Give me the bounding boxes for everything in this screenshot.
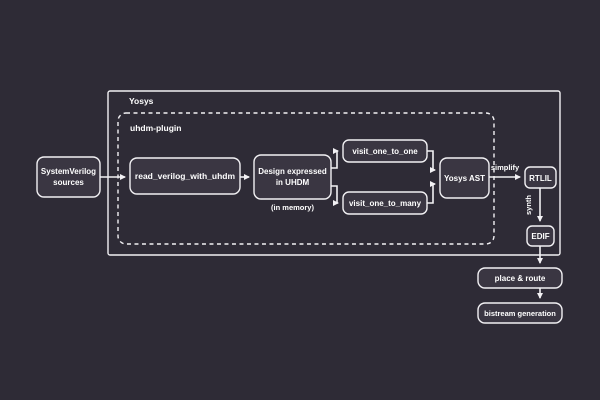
node-edif-label: EDIF — [531, 232, 549, 241]
node-visit-one-to-one: visit_one_to_one — [342, 139, 428, 163]
node-bistream-generation-box — [477, 302, 563, 324]
node-visit-one-to-many: visit_one_to_many — [342, 191, 428, 215]
node-read-verilog-with-uhdm-box — [129, 157, 241, 195]
node-visit-one-to-one-box — [342, 139, 428, 163]
node-read-verilog-with-uhdm-label: read_verilog_with_uhdm — [135, 171, 236, 181]
node-visit-one-to-many-box — [342, 191, 428, 215]
node-systemverilog-sources-box — [36, 156, 101, 198]
edge-label-simplify: simplify — [491, 163, 520, 172]
node-rtlil: RTLIL — [524, 166, 557, 189]
yosys-container — [107, 90, 561, 256]
uhdm-plugin-container-label: uhdm-plugin — [130, 123, 181, 133]
node-place-and-route-box — [477, 267, 563, 289]
node-design-expressed-label-line1: Design expressed — [258, 167, 327, 176]
node-place-and-route: place & route — [477, 267, 563, 289]
node-visit-one-to-one-label: visit_one_to_one — [352, 147, 418, 156]
node-bistream-generation: bistream generation — [477, 302, 563, 324]
node-yosys-ast-box — [439, 157, 490, 199]
edge-design-to-visit-one-to-many — [331, 185, 339, 206]
node-rtlil-box — [524, 166, 557, 189]
node-place-and-route-label: place & route — [495, 274, 546, 283]
edge-visit-one-to-one-to-ast — [427, 150, 436, 173]
edge-visit-one-to-many-to-ast — [427, 181, 436, 204]
edge-design-to-visit-one-to-one — [331, 148, 339, 169]
node-systemverilog-sources: SystemVerilog sources — [36, 156, 101, 198]
node-yosys-ast: Yosys AST — [439, 157, 490, 199]
yosys-container-label: Yosys — [129, 96, 154, 106]
node-design-expressed-label-line2: in UHDM — [276, 178, 310, 187]
node-design-expressed-in-uhdm: Design expressed in UHDM (in memory) — [253, 154, 332, 212]
edge-label-synth: synth — [524, 195, 533, 215]
node-edif-box — [526, 225, 555, 247]
node-yosys-ast-label: Yosys AST — [444, 174, 485, 183]
node-rtlil-label: RTLIL — [529, 174, 552, 183]
node-systemverilog-sources-label-line1: SystemVerilog — [41, 167, 96, 176]
node-systemverilog-sources-label-line2: sources — [53, 178, 84, 187]
uhdm-plugin-container — [117, 112, 495, 245]
node-design-expressed-box — [253, 154, 332, 200]
node-visit-one-to-many-label: visit_one_to_many — [349, 199, 422, 208]
node-read-verilog-with-uhdm: read_verilog_with_uhdm — [129, 157, 241, 195]
node-bistream-generation-label: bistream generation — [484, 309, 556, 318]
node-design-expressed-note: (in memory) — [271, 203, 314, 212]
node-edif: EDIF — [526, 225, 555, 247]
